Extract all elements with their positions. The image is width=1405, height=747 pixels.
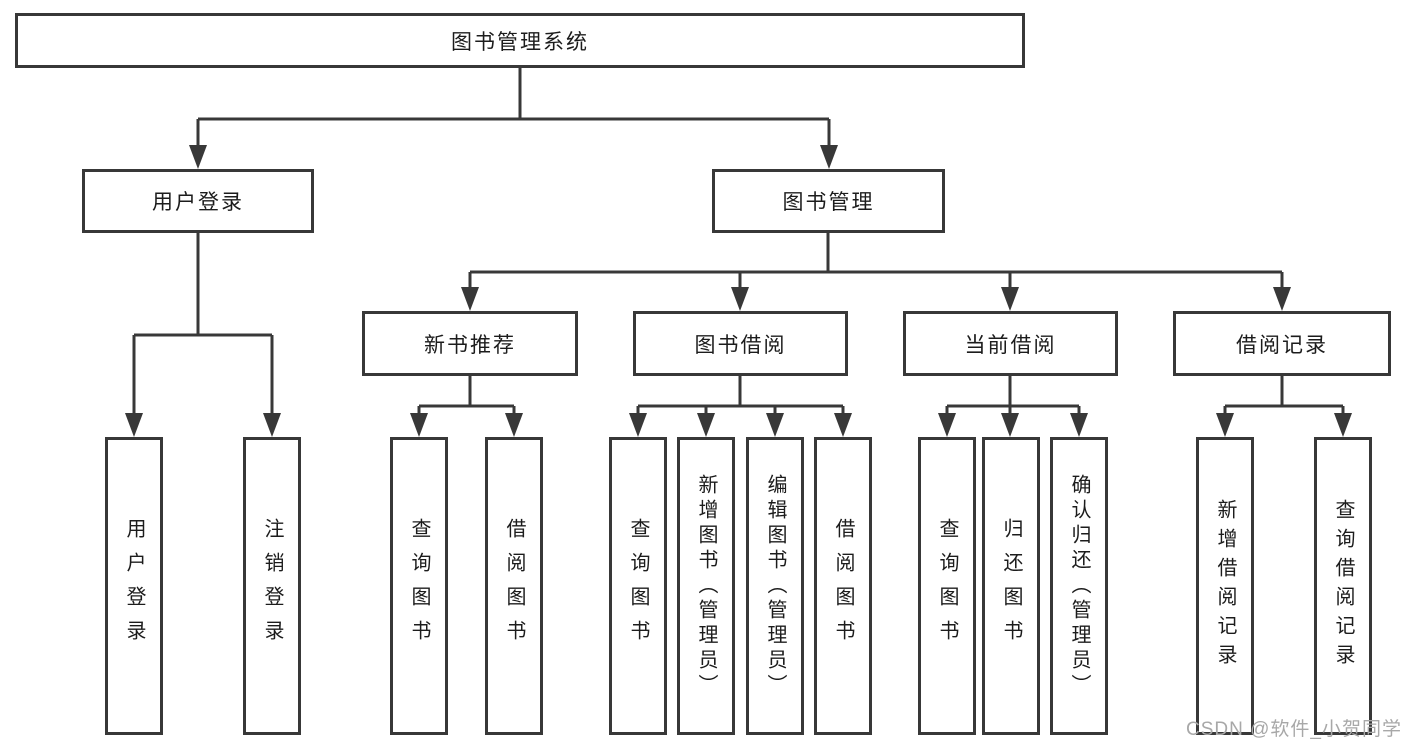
connector-borrow-records-children bbox=[1216, 376, 1352, 437]
arrowhead-down bbox=[629, 413, 647, 437]
leaf-user-login: 用户登录 bbox=[105, 437, 163, 735]
leaf-bb-borrow-books: 借阅图书 bbox=[814, 437, 872, 735]
leaf-cb-confirm-return-admin-label: 确认归还（管理员） bbox=[1068, 473, 1090, 699]
connector-root-to-level2 bbox=[189, 68, 838, 169]
arrowhead-down bbox=[125, 413, 143, 437]
connector-line bbox=[196, 68, 831, 151]
arrowhead-down bbox=[938, 413, 956, 437]
arrowhead-down bbox=[189, 145, 207, 169]
connector-line bbox=[636, 376, 845, 419]
leaf-nbr-borrow-books-label: 借阅图书 bbox=[503, 518, 525, 654]
leaf-nbr-borrow-books: 借阅图书 bbox=[485, 437, 543, 735]
arrowhead-down bbox=[697, 413, 715, 437]
connector-line bbox=[468, 233, 1284, 293]
node-book-borrow-label: 图书借阅 bbox=[694, 333, 787, 357]
leaf-br-add-record: 新增借阅记录 bbox=[1196, 437, 1254, 735]
leaf-cb-return-books-label: 归还图书 bbox=[1000, 518, 1022, 654]
connector-line bbox=[132, 233, 274, 419]
arrowhead-down bbox=[1070, 413, 1088, 437]
node-current-borrow-label: 当前借阅 bbox=[964, 333, 1057, 357]
leaf-bb-add-books-admin-label: 新增图书（管理员） bbox=[695, 473, 717, 699]
leaf-user-login-label: 用户登录 bbox=[123, 518, 145, 654]
node-user-login-label: 用户登录 bbox=[152, 191, 244, 214]
leaf-bb-edit-books-admin: 编辑图书（管理员） bbox=[746, 437, 804, 735]
leaf-bb-query-books-label: 查询图书 bbox=[627, 518, 649, 654]
node-book-management-label: 图书管理 bbox=[782, 191, 875, 214]
connector-user-login-children bbox=[125, 233, 281, 437]
leaf-bb-add-books-admin: 新增图书（管理员） bbox=[677, 437, 735, 735]
node-book-borrow: 图书借阅 bbox=[633, 311, 848, 376]
connector-line bbox=[417, 376, 516, 419]
node-root-label: 图书管理系统 bbox=[451, 30, 589, 54]
connector-book-borrow-children bbox=[629, 376, 852, 437]
arrowhead-down bbox=[461, 287, 479, 311]
arrowhead-down bbox=[263, 413, 281, 437]
arrowhead-down bbox=[766, 413, 784, 437]
leaf-br-add-record-label: 新增借阅记录 bbox=[1214, 499, 1236, 673]
arrowhead-down bbox=[1001, 287, 1019, 311]
arrowhead-down bbox=[1001, 413, 1019, 437]
arrowhead-down bbox=[834, 413, 852, 437]
connector-line bbox=[1223, 376, 1345, 419]
arrowhead-down bbox=[820, 145, 838, 169]
leaf-logout: 注销登录 bbox=[243, 437, 301, 735]
leaf-nbr-query-books: 查询图书 bbox=[390, 437, 448, 735]
arrowhead-down bbox=[1216, 413, 1234, 437]
arrowhead-down bbox=[1334, 413, 1352, 437]
connector-line bbox=[945, 376, 1081, 419]
leaf-cb-query-books-label: 查询图书 bbox=[936, 518, 958, 654]
node-new-book-recommend-label: 新书推荐 bbox=[424, 333, 516, 357]
arrowhead-down bbox=[505, 413, 523, 437]
csdn-watermark: CSDN @软件_小贺同学 bbox=[1186, 719, 1402, 740]
connector-current-borrow-children bbox=[938, 376, 1088, 437]
leaf-bb-edit-books-admin-label: 编辑图书（管理员） bbox=[764, 473, 786, 699]
arrowhead-down bbox=[1273, 287, 1291, 311]
leaf-cb-confirm-return-admin: 确认归还（管理员） bbox=[1050, 437, 1108, 735]
leaf-cb-query-books: 查询图书 bbox=[918, 437, 976, 735]
leaf-cb-return-books: 归还图书 bbox=[982, 437, 1040, 735]
node-root: 图书管理系统 bbox=[15, 13, 1025, 68]
node-current-borrow: 当前借阅 bbox=[903, 311, 1118, 376]
connector-new-book-rec-children bbox=[410, 376, 523, 437]
node-new-book-recommend: 新书推荐 bbox=[362, 311, 578, 376]
node-book-management: 图书管理 bbox=[712, 169, 945, 233]
node-borrow-records-label: 借阅记录 bbox=[1236, 333, 1328, 357]
leaf-nbr-query-books-label: 查询图书 bbox=[408, 518, 430, 654]
leaf-br-query-record: 查询借阅记录 bbox=[1314, 437, 1372, 735]
node-user-login: 用户登录 bbox=[82, 169, 314, 233]
leaf-br-query-record-label: 查询借阅记录 bbox=[1332, 499, 1354, 673]
leaf-logout-label: 注销登录 bbox=[261, 518, 283, 654]
connector-book-management-children bbox=[461, 233, 1291, 311]
leaf-bb-borrow-books-label: 借阅图书 bbox=[832, 518, 854, 654]
arrowhead-down bbox=[410, 413, 428, 437]
arrowhead-down bbox=[731, 287, 749, 311]
node-borrow-records: 借阅记录 bbox=[1173, 311, 1391, 376]
leaf-bb-query-books: 查询图书 bbox=[609, 437, 667, 735]
